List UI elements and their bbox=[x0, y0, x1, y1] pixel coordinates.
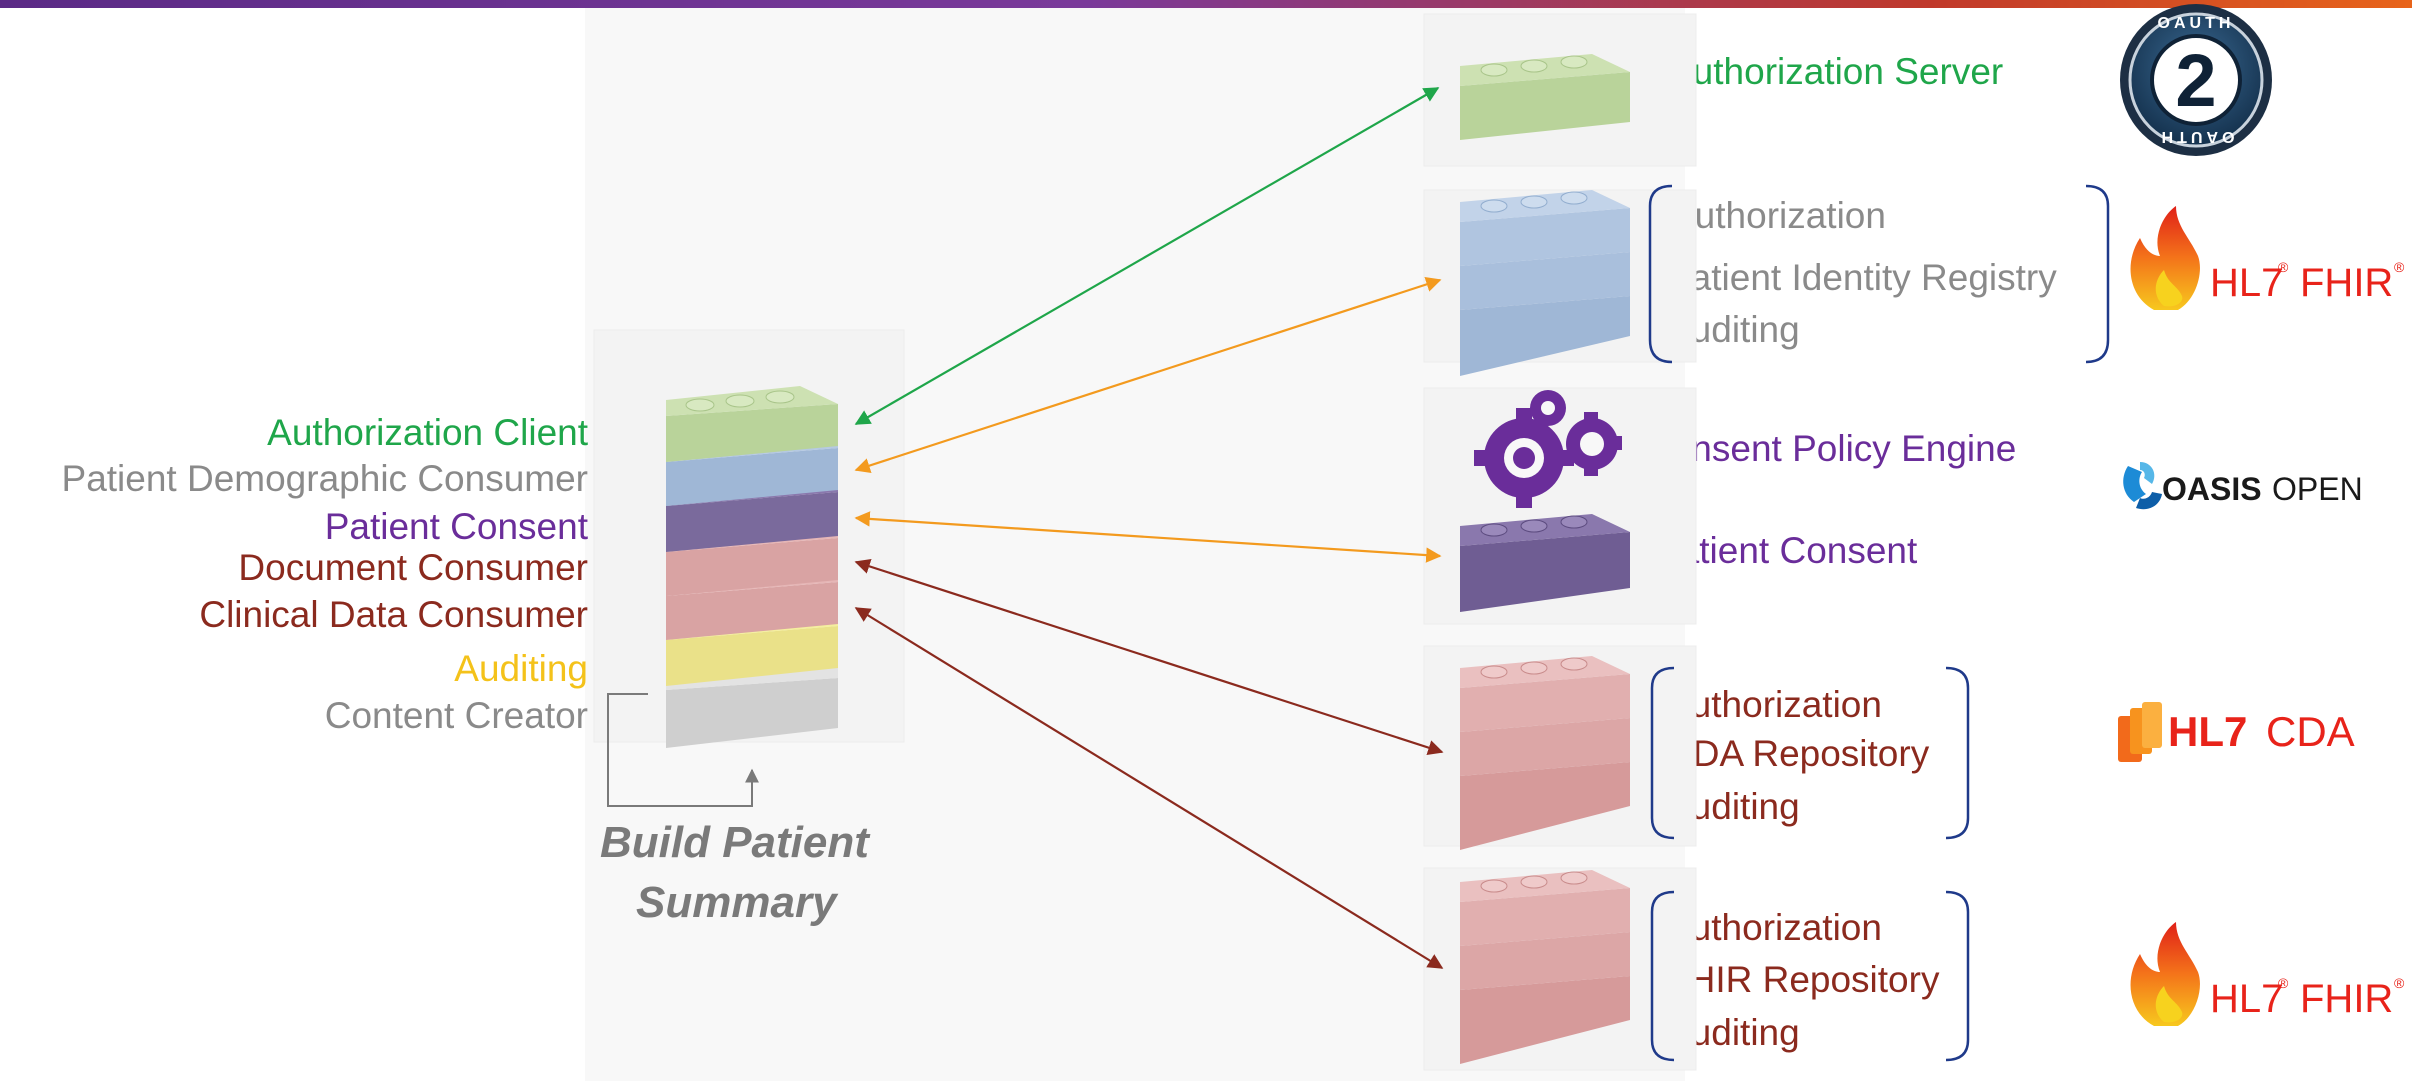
open-text: OPEN bbox=[2272, 471, 2363, 507]
flame-icon bbox=[2130, 922, 2200, 1026]
reg-mark-1b: ® bbox=[2394, 259, 2405, 275]
oauth2-logo: 2 OAUTH OAUTH bbox=[2120, 4, 2272, 156]
reg-mark-2a: ® bbox=[2278, 975, 2289, 991]
oasis-logo-mark bbox=[2123, 462, 2162, 510]
reg-mark-2b: ® bbox=[2394, 975, 2405, 991]
brick-stack-identity bbox=[1460, 190, 1630, 376]
arrow-auth-server bbox=[854, 87, 1440, 425]
hl7-text-1: HL7 bbox=[2210, 261, 2283, 305]
brick-stack-cda bbox=[1460, 656, 1630, 850]
identity-authorization: Authorization bbox=[1670, 195, 1886, 236]
build-patient-summary-line2: Summary bbox=[636, 878, 837, 927]
label-auditing-left: Auditing bbox=[454, 648, 588, 689]
bracket-identity-right bbox=[2085, 184, 2110, 364]
arrow-cda bbox=[854, 558, 1444, 756]
bracket-cda-left bbox=[1650, 666, 1675, 840]
fhir-repository: FHIR Repository bbox=[1666, 959, 1940, 1000]
bracket-fhir-right bbox=[1945, 890, 1970, 1062]
brick-stack-fhir bbox=[1460, 870, 1630, 1064]
left-brick-stack bbox=[666, 386, 838, 748]
build-patient-summary-line1: Build Patient bbox=[600, 818, 869, 867]
hl7-fhir-logo-2 bbox=[2130, 922, 2200, 1026]
bracket-cda-right bbox=[1945, 666, 1970, 840]
cda-authorization: Authorization bbox=[1666, 684, 1882, 725]
arrow-identity bbox=[854, 276, 1442, 474]
flame-icon bbox=[2130, 206, 2200, 310]
oauth-number: 2 bbox=[2175, 39, 2216, 122]
label-authorization-server: Authorization Server bbox=[1668, 51, 2004, 92]
brick-patient-consent bbox=[1460, 514, 1630, 612]
hl7-text-cda: HL7 bbox=[2168, 708, 2247, 755]
label-content-creator: Content Creator bbox=[324, 695, 588, 736]
fhir-text-2: FHIR bbox=[2300, 977, 2393, 1021]
top-gradient-bar bbox=[0, 0, 2412, 8]
reg-mark-1a: ® bbox=[2278, 259, 2289, 275]
arrow-consent bbox=[854, 511, 1442, 563]
bracket-fhir-left bbox=[1650, 890, 1675, 1062]
oauth-arc-top: OAUTH bbox=[2158, 15, 2235, 32]
brick-auth-server bbox=[1460, 54, 1630, 140]
cda-text: CDA bbox=[2266, 708, 2355, 755]
fhir-authorization: Authorization bbox=[1666, 907, 1882, 948]
cda-repository: CDA Repository bbox=[1666, 733, 1930, 774]
hl7-text-2: HL7 bbox=[2210, 977, 2283, 1021]
build-summary-loop-arrow bbox=[607, 693, 759, 807]
hl7-fhir-logo-1 bbox=[2130, 206, 2200, 310]
label-clinical-data-consumer: Clinical Data Consumer bbox=[199, 594, 588, 635]
arrow-fhir bbox=[854, 607, 1444, 969]
label-document-consumer: Document Consumer bbox=[238, 547, 588, 588]
label-patient-demographic-consumer: Patient Demographic Consumer bbox=[61, 458, 588, 499]
oasis-text: OASIS bbox=[2162, 471, 2262, 507]
identity-patient-identity-registry: Patient Identity Registry bbox=[1666, 257, 2057, 298]
oauth-arc-bottom: OAUTH bbox=[2158, 128, 2235, 145]
label-authorization-client: Authorization Client bbox=[267, 412, 588, 453]
label-patient-consent-left: Patient Consent bbox=[324, 506, 588, 547]
label-patient-consent-right: Patient Consent bbox=[1654, 530, 1918, 571]
hl7-cda-logo-mark bbox=[2118, 702, 2162, 762]
fhir-text-1: FHIR bbox=[2300, 261, 2393, 305]
brick-green bbox=[666, 386, 838, 462]
label-consent-policy-engine: Consent Policy Engine bbox=[1644, 428, 2017, 469]
bracket-identity-left bbox=[1648, 184, 1673, 364]
gears-icon bbox=[1474, 390, 1622, 508]
